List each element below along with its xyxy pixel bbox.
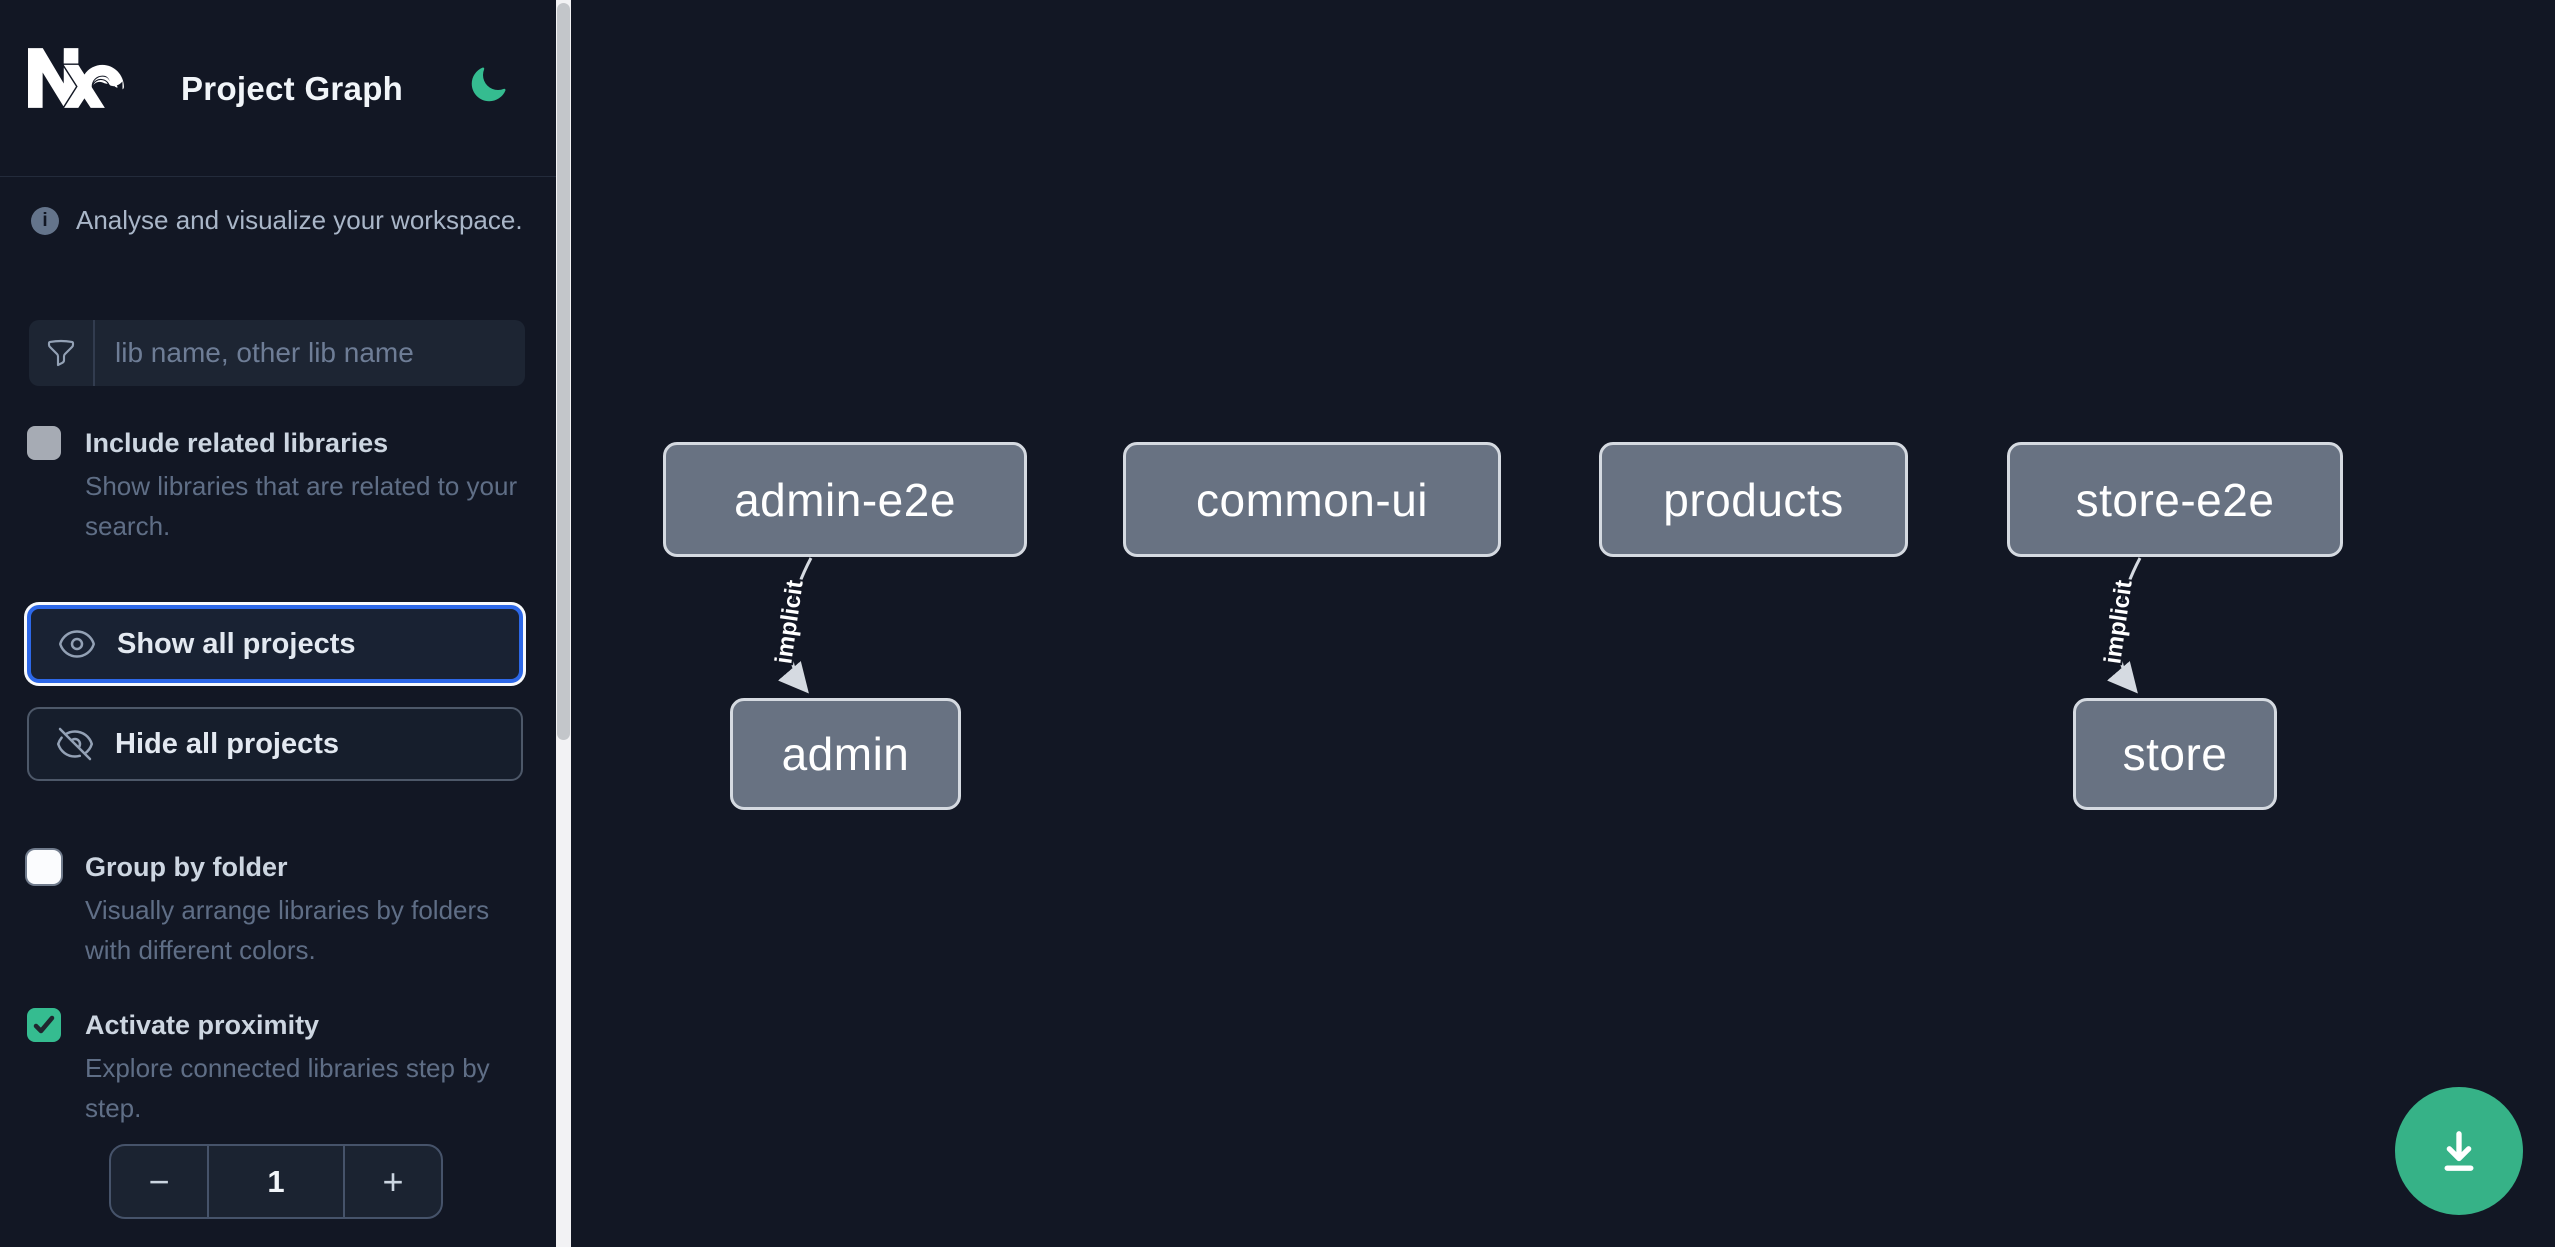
group-by-folder-checkbox[interactable] (27, 850, 61, 884)
proximity-depth-value: 1 (207, 1146, 345, 1217)
download-icon (2444, 1131, 2474, 1171)
graph-node-admin[interactable]: admin (730, 698, 961, 810)
eye-icon (59, 630, 95, 658)
graph-node-common-ui[interactable]: common-ui (1123, 442, 1501, 557)
dependency-edges (777, 557, 2142, 694)
nx-logo (28, 48, 124, 108)
graph-node-products[interactable]: products (1599, 442, 1908, 557)
workspace-tagline: Analyse and visualize your workspace. (76, 205, 523, 235)
show-all-projects-button[interactable]: Show all projects (27, 605, 523, 683)
show-all-projects-label: Show all projects (117, 627, 356, 660)
include-related-checkbox[interactable] (27, 426, 61, 460)
option-label: Group by folder (85, 852, 288, 882)
theme-toggle-button[interactable] (466, 64, 510, 108)
option-activate-proximity: Activate proximity Explore connected lib… (27, 1006, 532, 1128)
decrement-button[interactable]: − (111, 1146, 207, 1217)
eye-slash-icon (56, 727, 94, 761)
moon-icon (471, 66, 506, 101)
option-description: Show libraries that are related to your … (85, 471, 518, 541)
option-description: Explore connected libraries step by step… (85, 1053, 490, 1123)
sidebar-scrollbar-thumb[interactable] (557, 3, 570, 740)
increment-button[interactable]: + (345, 1146, 441, 1217)
graph-node-store-e2e[interactable]: store-e2e (2007, 442, 2343, 557)
info-icon: i (31, 206, 59, 235)
option-include-related-libraries: Include related libraries Show libraries… (27, 424, 532, 546)
sidebar: Project Graph i Analyse and visualize yo… (0, 0, 556, 1247)
edge-admin-e2e-to-admin (777, 557, 813, 694)
sidebar-header: Project Graph (0, 0, 556, 177)
download-graph-button[interactable] (2395, 1087, 2523, 1215)
proximity-depth-stepper: − 1 + (109, 1144, 443, 1219)
option-description: Visually arrange libraries by folders wi… (85, 895, 490, 965)
hide-all-projects-button[interactable]: Hide all projects (27, 707, 523, 781)
option-group-by-folder: Group by folder Visually arrange librari… (27, 848, 532, 970)
funnel-icon (29, 320, 95, 386)
search-input[interactable] (95, 320, 525, 386)
hide-all-projects-label: Hide all projects (115, 727, 340, 760)
edge-store-e2e-to-store (2106, 557, 2142, 694)
search-box (29, 320, 525, 386)
project-graph-canvas[interactable]: implicit implicit admin-e2e common-ui pr… (571, 0, 2555, 1247)
option-label: Include related libraries (85, 428, 389, 458)
page-title: Project Graph (181, 70, 404, 107)
graph-node-store[interactable]: store (2073, 698, 2277, 810)
activate-proximity-checkbox[interactable] (27, 1008, 61, 1042)
sidebar-scrollbar-track[interactable] (556, 0, 571, 1247)
option-label: Activate proximity (85, 1010, 320, 1040)
check-icon (33, 1015, 55, 1034)
workspace-tagline-row: i Analyse and visualize your workspace. (31, 205, 523, 236)
graph-node-admin-e2e[interactable]: admin-e2e (663, 442, 1027, 557)
